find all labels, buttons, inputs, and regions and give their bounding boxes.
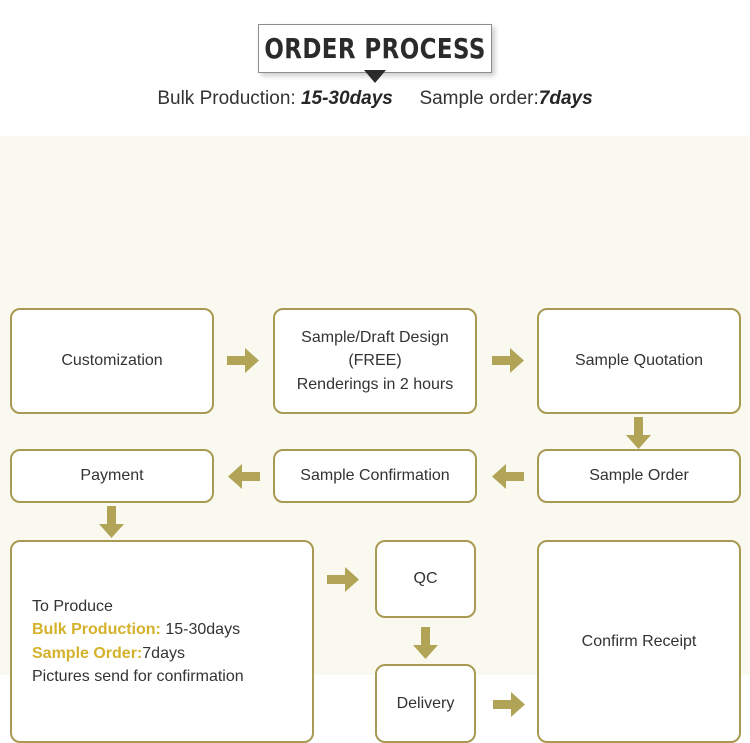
flow-step-sample-confirmation[interactable]: Sample Confirmation — [273, 449, 477, 503]
produce-line-4: Pictures send for confirmation — [32, 667, 244, 685]
lead-times-subtitle: Bulk Production: 15-30days Sample order:… — [0, 88, 750, 110]
produce-sample-value: 7days — [142, 644, 185, 662]
arrow-right-icon-customization-to-design — [227, 348, 259, 373]
title-pointer-triangle-icon — [364, 70, 386, 83]
arrow-left-icon-confirmation-to-payment — [228, 464, 260, 489]
flow-step-sample-order-label: Sample Order — [589, 467, 689, 485]
arrow-down-icon-payment-to-produce — [99, 506, 124, 538]
page-title-box: ORDER PROCESS — [258, 24, 492, 73]
flow-step-confirm-receipt-label: Confirm Receipt — [581, 632, 697, 650]
header: ORDER PROCESS Bulk Production: 15-30days… — [0, 0, 750, 136]
flow-step-sample-confirmation-label: Sample Confirmation — [300, 467, 450, 485]
bulk-production-value: 15-30days — [300, 88, 393, 109]
produce-bulk-value: 15-30days — [165, 621, 241, 639]
arrow-down-icon-qc-to-delivery — [413, 627, 438, 659]
flow-step-payment[interactable]: Payment — [10, 449, 214, 503]
flow-step-sample-quotation[interactable]: Sample Quotation — [537, 308, 741, 414]
bulk-production-label: Bulk Production: — [157, 88, 296, 109]
produce-sample-line: Sample Order:7days — [32, 642, 244, 665]
flow-step-sample-quotation-label: Sample Quotation — [574, 352, 704, 370]
flow-step-qc-label: QC — [413, 570, 438, 588]
flow-step-confirm-receipt[interactable]: Confirm Receipt — [537, 540, 741, 743]
flow-step-customization[interactable]: Customization — [10, 308, 214, 414]
produce-bulk-label: Bulk Production: — [32, 621, 161, 639]
design-line-2: (FREE) — [348, 352, 402, 370]
sample-order-label: Sample order: — [419, 88, 539, 109]
arrow-right-icon-produce-to-qc — [327, 567, 359, 592]
design-line-3: Renderings in 2 hours — [296, 375, 454, 393]
sample-order-value: 7days — [538, 88, 593, 109]
flow-step-delivery[interactable]: Delivery — [375, 664, 476, 743]
produce-sample-label: Sample Order: — [32, 644, 143, 662]
flowchart-area: Customization Sample/Draft Design (FREE)… — [0, 136, 750, 743]
flow-step-delivery-label: Delivery — [396, 694, 455, 712]
produce-line-1: To Produce — [32, 598, 113, 616]
flow-step-sample-draft-design[interactable]: Sample/Draft Design (FREE) Renderings in… — [273, 308, 477, 414]
flow-step-sample-order[interactable]: Sample Order — [537, 449, 741, 503]
flow-step-customization-label: Customization — [61, 352, 163, 370]
produce-bulk-line: Bulk Production: 15-30days — [32, 618, 244, 641]
flow-step-qc[interactable]: QC — [375, 540, 476, 618]
page-title: ORDER PROCESS — [264, 32, 486, 65]
flow-step-to-produce[interactable]: To Produce Bulk Production: 15-30days Sa… — [10, 540, 314, 743]
design-line-1: Sample/Draft Design — [301, 329, 449, 347]
arrow-left-icon-sample-order-to-confirmation — [492, 464, 524, 489]
flow-step-to-produce-text: To Produce Bulk Production: 15-30days Sa… — [32, 595, 244, 688]
arrow-right-icon-design-to-quotation — [492, 348, 524, 373]
flow-step-design-text: Sample/Draft Design (FREE) Renderings in… — [297, 326, 454, 396]
flow-step-payment-label: Payment — [80, 467, 144, 485]
arrow-down-icon-quotation-to-sample-order — [626, 417, 651, 449]
arrow-right-icon-delivery-to-receipt — [493, 692, 525, 717]
